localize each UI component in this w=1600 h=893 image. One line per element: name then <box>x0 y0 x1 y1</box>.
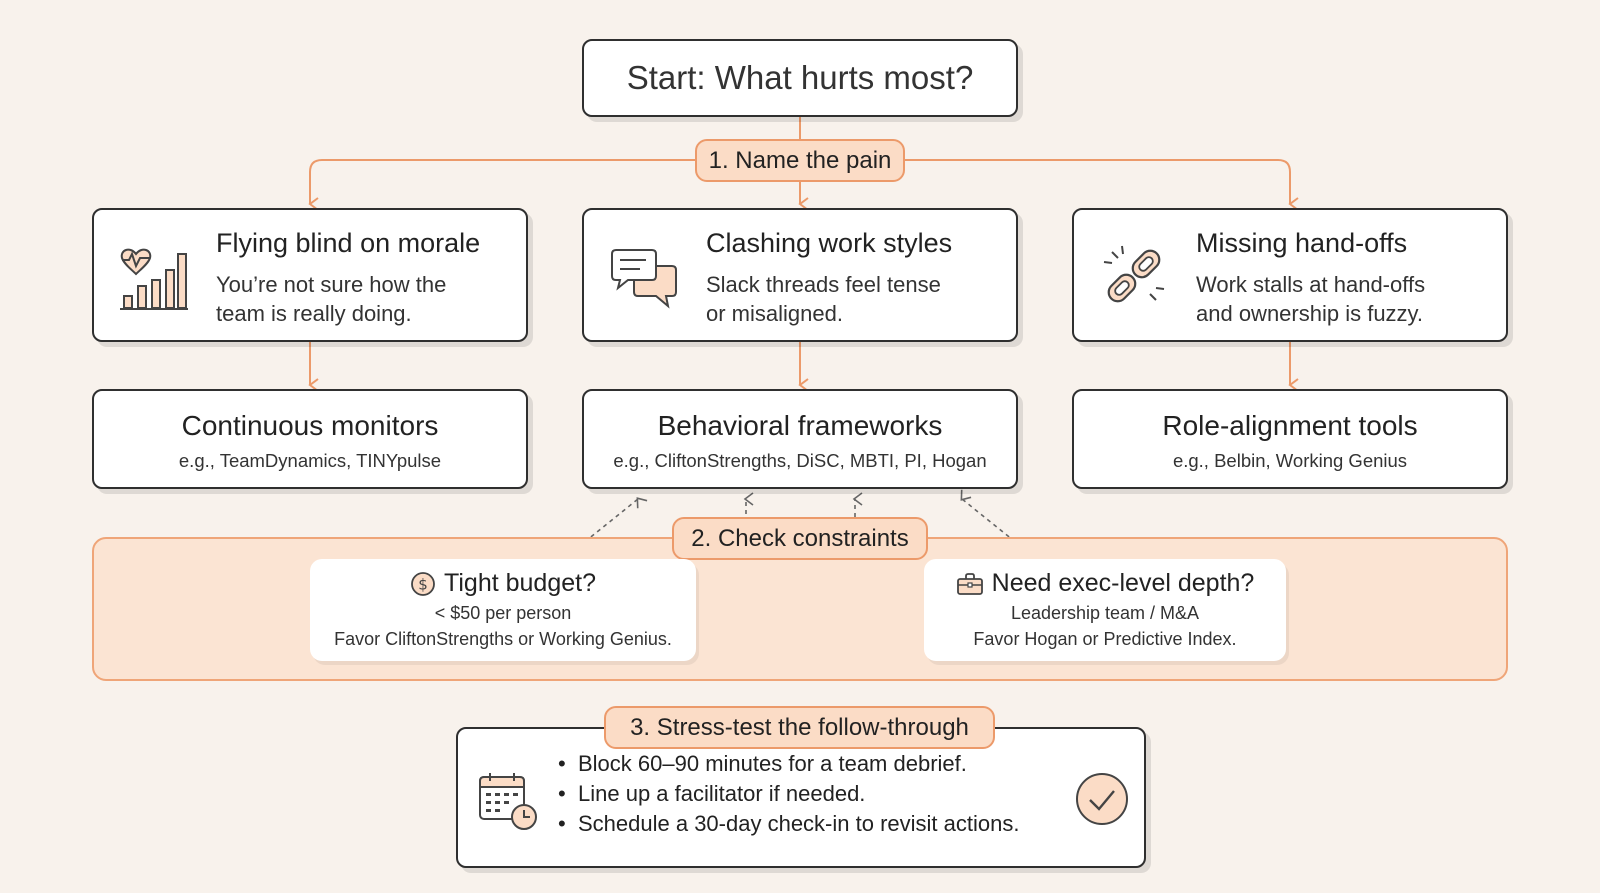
constraint-title: Tight budget? <box>444 569 596 597</box>
pain-card-work-styles: Clashing work styles Slack threads feel … <box>582 208 1018 342</box>
constraint-card-budget: $ Tight budget? < $50 per person Favor C… <box>310 559 696 661</box>
step3-label: 3. Stress-test the follow-through <box>604 706 995 749</box>
constraint-title-row: $ Tight budget? <box>310 569 696 598</box>
solution-examples: e.g., Belbin, Working Genius <box>1172 450 1408 471</box>
constraint-recommendation: Favor CliftonStrengths or Working Genius… <box>334 629 672 649</box>
constraint-title-row: Need exec-level depth? <box>924 569 1286 598</box>
solution-card-role-alignment: Role-alignment tools e.g., Belbin, Worki… <box>1072 389 1508 489</box>
start-title: Start: What hurts most? <box>626 59 974 96</box>
list-item: • Block 60–90 minutes for a team debrief. <box>558 749 1019 779</box>
list-item-text: Block 60–90 minutes for a team debrief. <box>578 751 967 776</box>
pain-description-line: team is really doing. <box>216 301 412 326</box>
pain-description-line: Work stalls at hand-offs <box>1196 272 1426 297</box>
pain-title: Flying blind on morale <box>216 228 481 258</box>
followup-box: • Block 60–90 minutes for a team debrief.… <box>456 727 1146 868</box>
chat-bubbles-icon <box>611 249 677 309</box>
pain-description-line: or misaligned. <box>706 301 843 326</box>
pain-description-line: Slack threads feel tense <box>706 272 941 297</box>
solution-examples: e.g., CliftonStrengths, DiSC, MBTI, PI, … <box>613 450 987 471</box>
dollar-coin-icon: $ <box>411 571 435 596</box>
pain-description: Slack threads feel tense or misaligned. <box>706 270 1006 328</box>
solution-examples: e.g., TeamDynamics, TINYpulse <box>178 450 442 471</box>
step1-label: 1. Name the pain <box>695 139 905 182</box>
solution-title: Role-alignment tools <box>1162 410 1418 441</box>
list-item-text: Line up a facilitator if needed. <box>578 781 866 806</box>
list-item-text: Schedule a 30-day check-in to revisit ac… <box>578 811 1020 836</box>
branch-right-line <box>905 159 1299 211</box>
constraint-recommendation: Favor Hogan or Predictive Index. <box>973 629 1237 649</box>
bullet: • <box>558 781 566 806</box>
solution-card-continuous-monitors: Continuous monitors e.g., TeamDynamics, … <box>92 389 528 489</box>
pain-description-line: You’re not sure how the <box>216 272 447 297</box>
pain-description: Work stalls at hand-offs and ownership i… <box>1196 270 1496 328</box>
branch-left-line <box>308 159 695 211</box>
checkmark-circle-icon <box>1076 773 1128 825</box>
start-box: Start: What hurts most? <box>582 39 1018 117</box>
constraint-title: Need exec-level depth? <box>991 569 1255 597</box>
constraint-detail: < $50 per person <box>434 603 572 623</box>
heart-chart-icon <box>120 248 188 310</box>
pain-description-line: and ownership is fuzzy. <box>1196 301 1424 326</box>
step2-label: 2. Check constraints <box>672 517 928 560</box>
svg-text:$: $ <box>418 575 428 593</box>
bullet: • <box>558 811 566 836</box>
solution-title: Continuous monitors <box>181 410 439 441</box>
solution-title: Behavioral frameworks <box>657 410 943 441</box>
constraint-detail: Leadership team / M&A <box>1010 603 1200 623</box>
pain-description: You’re not sure how the team is really d… <box>216 270 516 328</box>
solution-card-behavioral-frameworks: Behavioral frameworks e.g., CliftonStren… <box>582 389 1018 489</box>
pain-title: Clashing work styles <box>706 228 953 258</box>
broken-link-icon <box>1103 245 1165 303</box>
briefcase-icon <box>956 572 983 595</box>
followup-checklist: • Block 60–90 minutes for a team debrief.… <box>558 749 1019 839</box>
list-item: • Schedule a 30-day check-in to revisit a… <box>558 809 1019 839</box>
pain-title: Missing hand-offs <box>1196 228 1408 258</box>
calendar-clock-icon <box>479 773 537 830</box>
pain-card-morale: Flying blind on morale You’re not sure h… <box>92 208 528 342</box>
bullet: • <box>558 751 566 776</box>
pain-card-hand-offs: Missing hand-offs Work stalls at hand-of… <box>1072 208 1508 342</box>
constraint-card-exec-depth: Need exec-level depth? Leadership team /… <box>924 559 1286 661</box>
list-item: • Line up a facilitator if needed. <box>558 779 1019 809</box>
